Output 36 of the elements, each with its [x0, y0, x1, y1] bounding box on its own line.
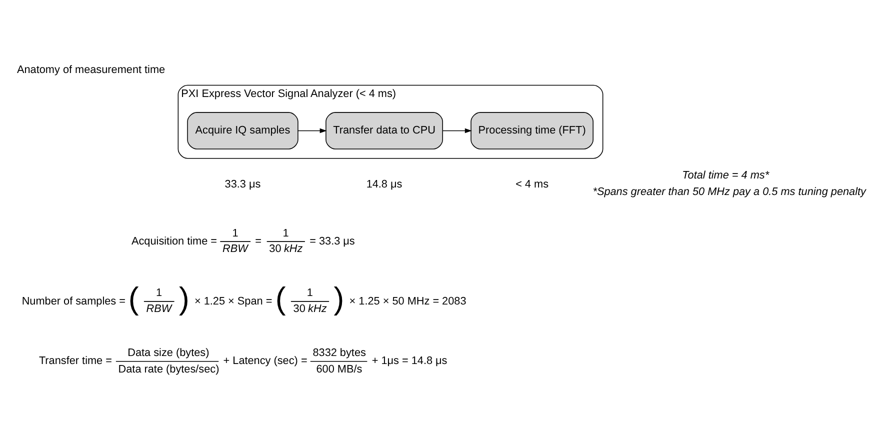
- label: Data size (bytes): [128, 347, 210, 360]
- label: Transfer time =: [38, 355, 112, 368]
- label: RBW: [222, 242, 248, 255]
- label: ): [334, 281, 344, 316]
- label: Total time = 4 ms*: [682, 170, 770, 182]
- arrow: [298, 128, 327, 134]
- node-box: Processing time (FFT): [470, 112, 594, 150]
- label: =: [255, 235, 262, 248]
- label: × 1.25 × 50 MHz = 2083: [349, 295, 466, 308]
- label: ): [178, 281, 190, 316]
- label: 1: [156, 286, 162, 299]
- label: × 1.25 × Span =: [194, 295, 272, 308]
- label: RBW: [146, 303, 172, 316]
- label: Data rate (bytes/sec): [118, 363, 220, 376]
- label: 8332 bytes: [312, 347, 366, 360]
- label: *Spans greater than 50 MHz pay a 0.5 ms tuning penalty: [592, 186, 866, 198]
- node-label: 33.3 μs: [224, 178, 261, 191]
- label: 1: [282, 227, 289, 240]
- node-box: Transfer data to CPU: [326, 112, 443, 150]
- label: (: [128, 281, 139, 316]
- label: 600 MB/s: [316, 363, 362, 376]
- label: (: [275, 281, 286, 316]
- node-label: 14.8 μs: [366, 178, 402, 191]
- diagram-title: Anatomy of measurement time: [17, 64, 166, 76]
- label: Number of samples =: [22, 295, 126, 308]
- label: + 1μs = 14.8 μs: [372, 355, 448, 368]
- label: 30 kHz: [293, 303, 327, 316]
- arrow: [442, 128, 472, 134]
- node-box: Acquire IQ samples: [187, 112, 298, 150]
- label: = 33.3 μs: [310, 235, 355, 248]
- label: Acquisition time =: [132, 235, 218, 248]
- label: + Latency (sec) =: [223, 355, 308, 368]
- label: 1: [306, 286, 313, 299]
- label: 30 kHz: [269, 242, 303, 255]
- node-label: < 4 ms: [516, 178, 549, 191]
- label: 1: [232, 227, 238, 240]
